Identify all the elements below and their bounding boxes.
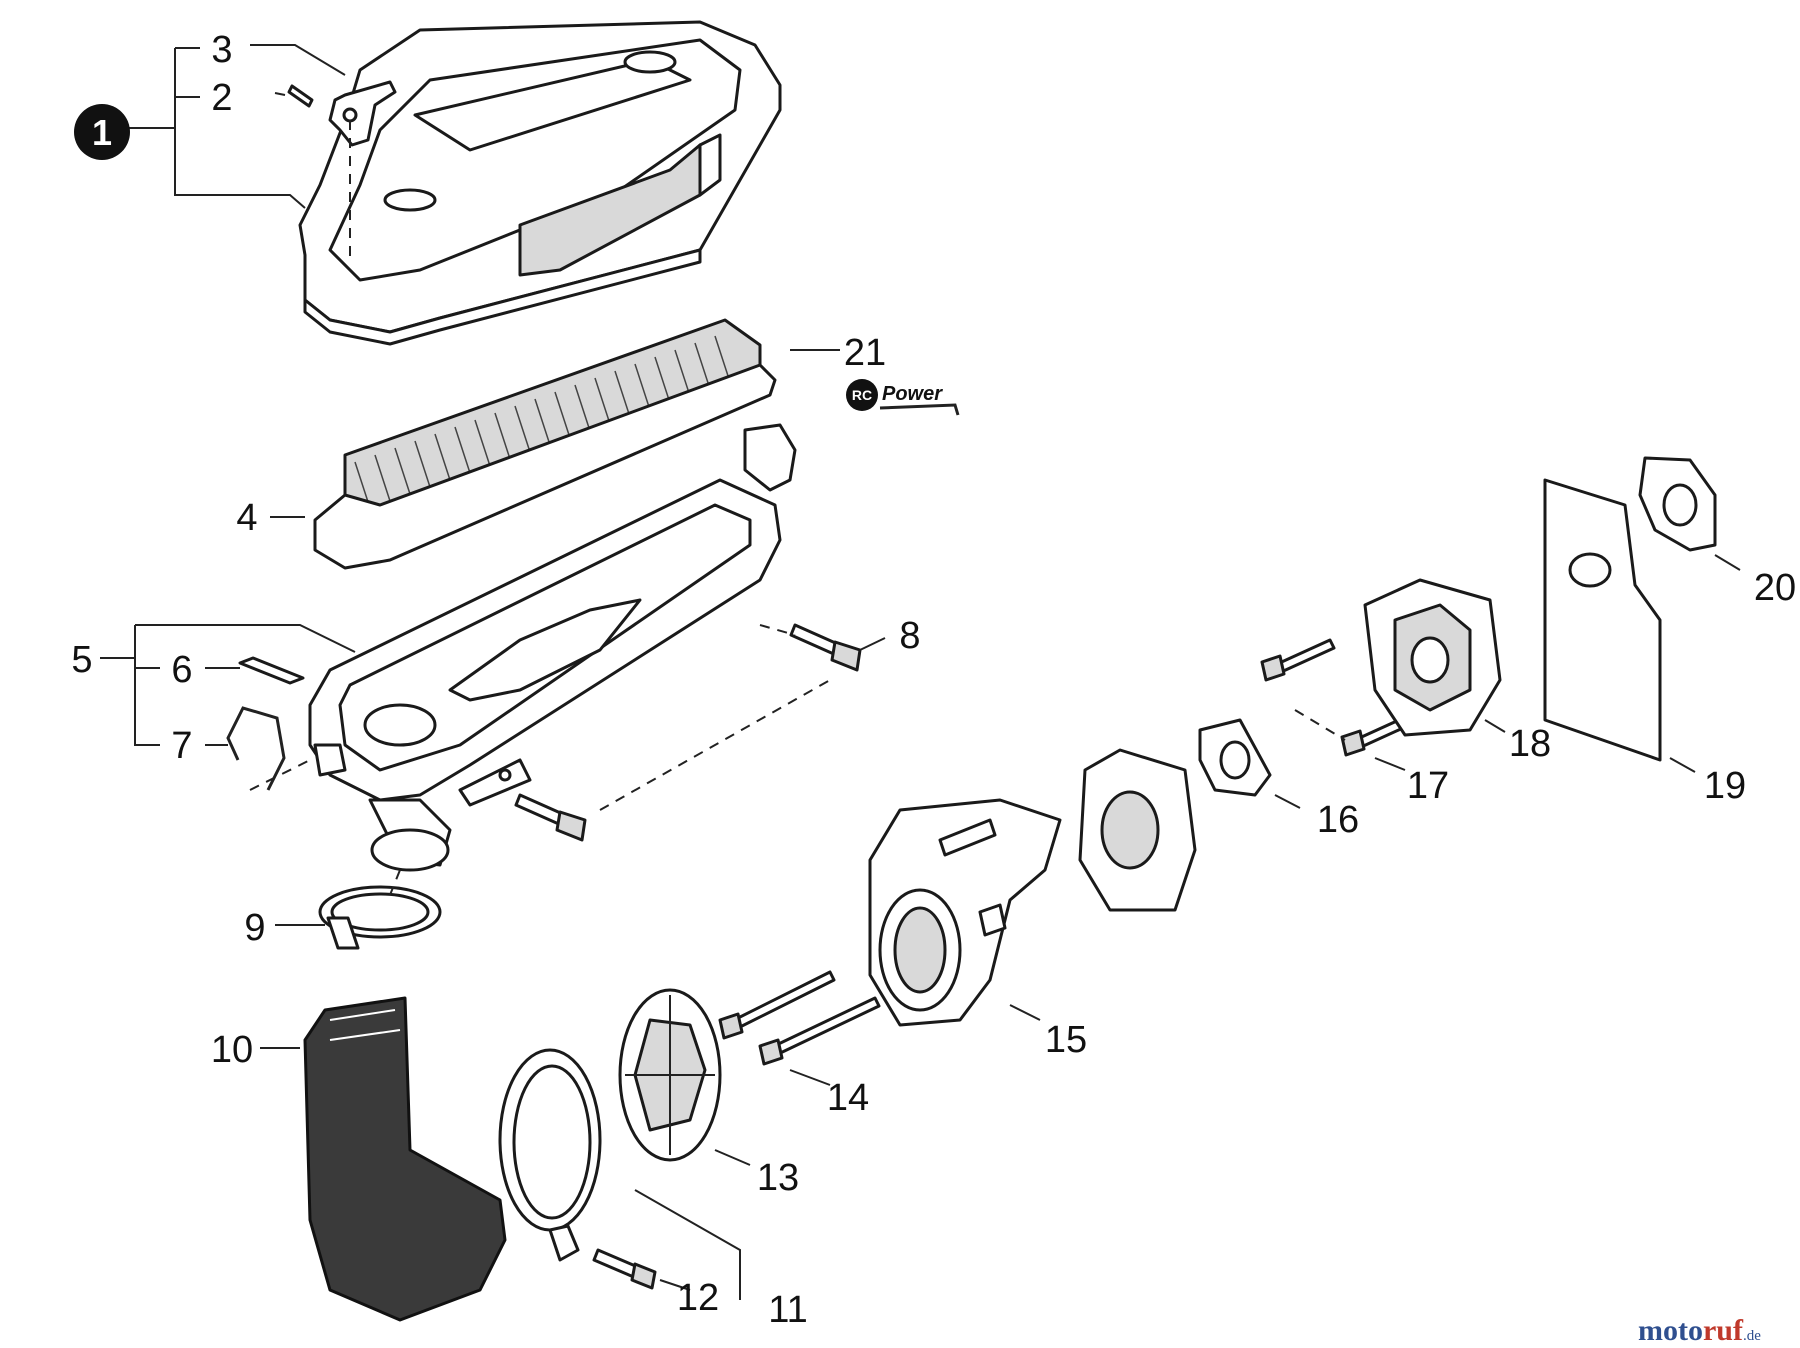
- pin: [287, 84, 314, 108]
- callout-7: 7: [171, 725, 192, 767]
- intake-hose: [303, 996, 507, 1322]
- callout-19: 19: [1704, 765, 1746, 807]
- callout-21: 21: [844, 332, 886, 374]
- watermark-part-b: ruf: [1703, 1314, 1744, 1347]
- callout-8: 8: [899, 615, 920, 657]
- clamp-band: [498, 1048, 602, 1262]
- callout-20: 20: [1754, 567, 1796, 609]
- pleated-air-filter: [313, 318, 777, 570]
- assembly-lines: [249, 120, 1346, 896]
- assembly-badge: 1: [74, 104, 130, 160]
- long-bolts: [718, 970, 881, 1066]
- insulator-18: [1363, 578, 1502, 737]
- gasket-20: [1638, 456, 1717, 552]
- callout-15: 15: [1045, 1019, 1087, 1061]
- air-filter-cover: [298, 20, 782, 346]
- carburetor-plate: [618, 988, 722, 1162]
- callout-18: 18: [1509, 723, 1551, 765]
- callout-5: 5: [71, 639, 92, 681]
- air-box: [868, 798, 1062, 1027]
- carburetor-body: [1078, 748, 1197, 912]
- filter-fins: [354, 335, 731, 509]
- watermark: motoruf.de: [1638, 1314, 1761, 1347]
- watermark-suffix: .de: [1743, 1328, 1761, 1344]
- heat-shield-plate: [1543, 478, 1662, 762]
- screw-base: [514, 793, 587, 842]
- callout-14: 14: [827, 1077, 869, 1119]
- callout-13: 13: [757, 1157, 799, 1199]
- callout-2: 2: [211, 77, 232, 119]
- bolts-17: [1260, 638, 1416, 757]
- callout-17: 17: [1407, 765, 1449, 807]
- callout-3: 3: [211, 29, 232, 71]
- callout-labels: 3 2 21 4 5 6 7 8 9 10 11 12 13 14 15 16 …: [71, 29, 1796, 1331]
- wire-clip: [226, 706, 286, 791]
- brand-logo: RC Power: [846, 379, 960, 416]
- assembly-badge-label: 1: [92, 112, 112, 153]
- callout-16: 16: [1317, 799, 1359, 841]
- brand-logo-text: Power: [882, 383, 943, 405]
- clamp-screw-12: [592, 1248, 657, 1290]
- screw-8: [789, 623, 862, 672]
- callout-4: 4: [236, 497, 257, 539]
- air-filter-base: [308, 423, 797, 872]
- gasket-16: [1198, 718, 1272, 797]
- watermark-text: motoruf.de: [1638, 1314, 1761, 1347]
- hose-clamp-9: [318, 885, 442, 950]
- callout-12: 12: [677, 1277, 719, 1319]
- callout-9: 9: [244, 907, 265, 949]
- watermark-part-a: moto: [1638, 1314, 1703, 1347]
- brand-logo-badge: RC: [852, 387, 872, 403]
- callout-10: 10: [211, 1029, 253, 1071]
- callout-11: 11: [768, 1289, 807, 1331]
- leader-lines: [100, 44, 1741, 1300]
- callout-6: 6: [171, 649, 192, 691]
- gasket-strip: [238, 656, 305, 685]
